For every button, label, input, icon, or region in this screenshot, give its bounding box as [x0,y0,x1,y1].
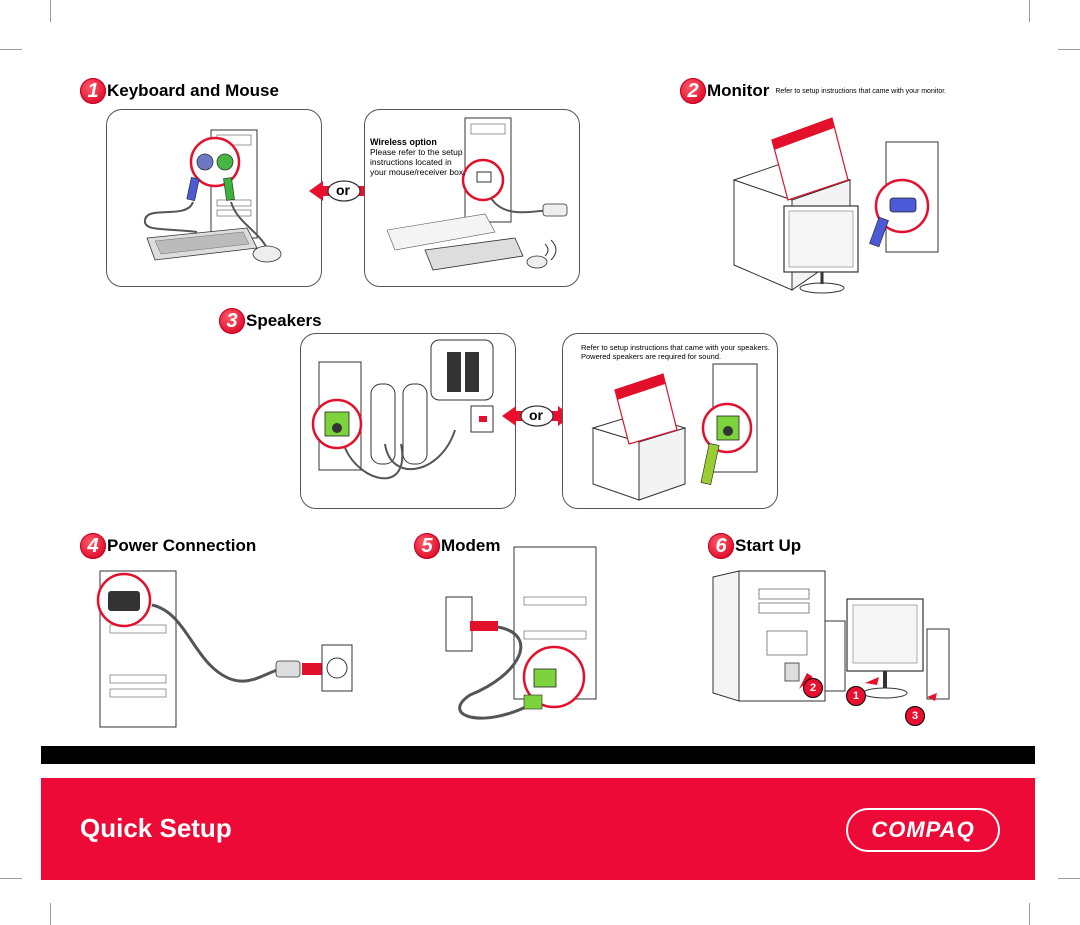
crop-mark [1058,49,1080,50]
monitor-illustration [732,117,939,294]
speakers-wired-panel [300,333,516,509]
start-up-callout-3: 3 [905,706,925,726]
crop-mark [1058,878,1080,879]
step-2-badge: 2 [680,78,706,104]
step-4-title: Power Connection [107,536,257,555]
power-connection-illustration [96,570,353,728]
start-up-illustration [712,570,950,702]
step-4-badge: 4 [80,533,106,559]
double-arrow-icon [502,405,572,427]
crop-mark [1029,903,1030,925]
step-4-heading: 4 Power Connection [80,533,256,559]
keyboard-wireless-panel: Wireless option Please refer to the setu… [364,109,580,287]
step-5-badge: 5 [414,533,440,559]
speakers-powered-panel: Refer to setup instructions that came wi… [562,333,778,509]
wireless-option-text: Wireless option Please refer to the setu… [370,137,470,177]
double-arrow-icon [309,180,379,202]
quick-setup-banner: Quick Setup COMPAQ [41,778,1035,880]
wireless-option-body: Please refer to the setup instructions l… [370,147,466,177]
step-6-title: Start Up [735,536,802,555]
crop-mark [0,878,22,879]
wireless-option-title: Wireless option [370,137,437,147]
speakers-or-arrow: or [502,405,572,427]
start-up-callout-2: 2 [803,678,823,698]
crop-mark [50,903,51,925]
speakers-wired-illustration [311,339,494,480]
quick-setup-title: Quick Setup [80,813,232,843]
keyboard-or-arrow: or [309,180,379,202]
crop-mark [1029,0,1030,22]
monitor-note: Refer to setup instructions that came wi… [775,87,947,95]
compaq-logo-text: COMPAQ [871,817,975,842]
step-1-title: Keyboard and Mouse [107,81,279,100]
step-1-heading: 1 Keyboard and Mouse [80,78,279,104]
crop-mark [0,49,22,50]
speakers-or-label: or [529,407,543,423]
step-3-badge: 3 [219,308,245,334]
start-up-callout-1: 1 [846,686,866,706]
keyboard-wired-panel [106,109,322,287]
step-2-title: Monitor [707,81,770,100]
step-5-title: Modem [441,536,501,555]
step-6-heading: 6 Start Up [708,533,801,559]
keyboard-or-label: or [336,182,350,198]
speakers-note: Refer to setup instructions that came wi… [581,343,770,361]
keyboard-wired-illustration [143,129,282,263]
compaq-logo: COMPAQ [846,808,1000,852]
speakers-powered-illustration [591,363,758,501]
step-1-badge: 1 [80,78,106,104]
step-3-heading: 3 Speakers [219,308,322,334]
crop-mark [50,0,51,22]
step-6-badge: 6 [708,533,734,559]
modem-illustration [445,546,597,720]
keyboard-wireless-illustration [386,117,568,271]
step-3-title: Speakers [246,311,322,330]
step-5-heading: 5 Modem [414,533,501,559]
black-divider-bar [41,746,1035,764]
step-2-heading: 2 Monitor Refer to setup instructions th… [680,78,946,104]
